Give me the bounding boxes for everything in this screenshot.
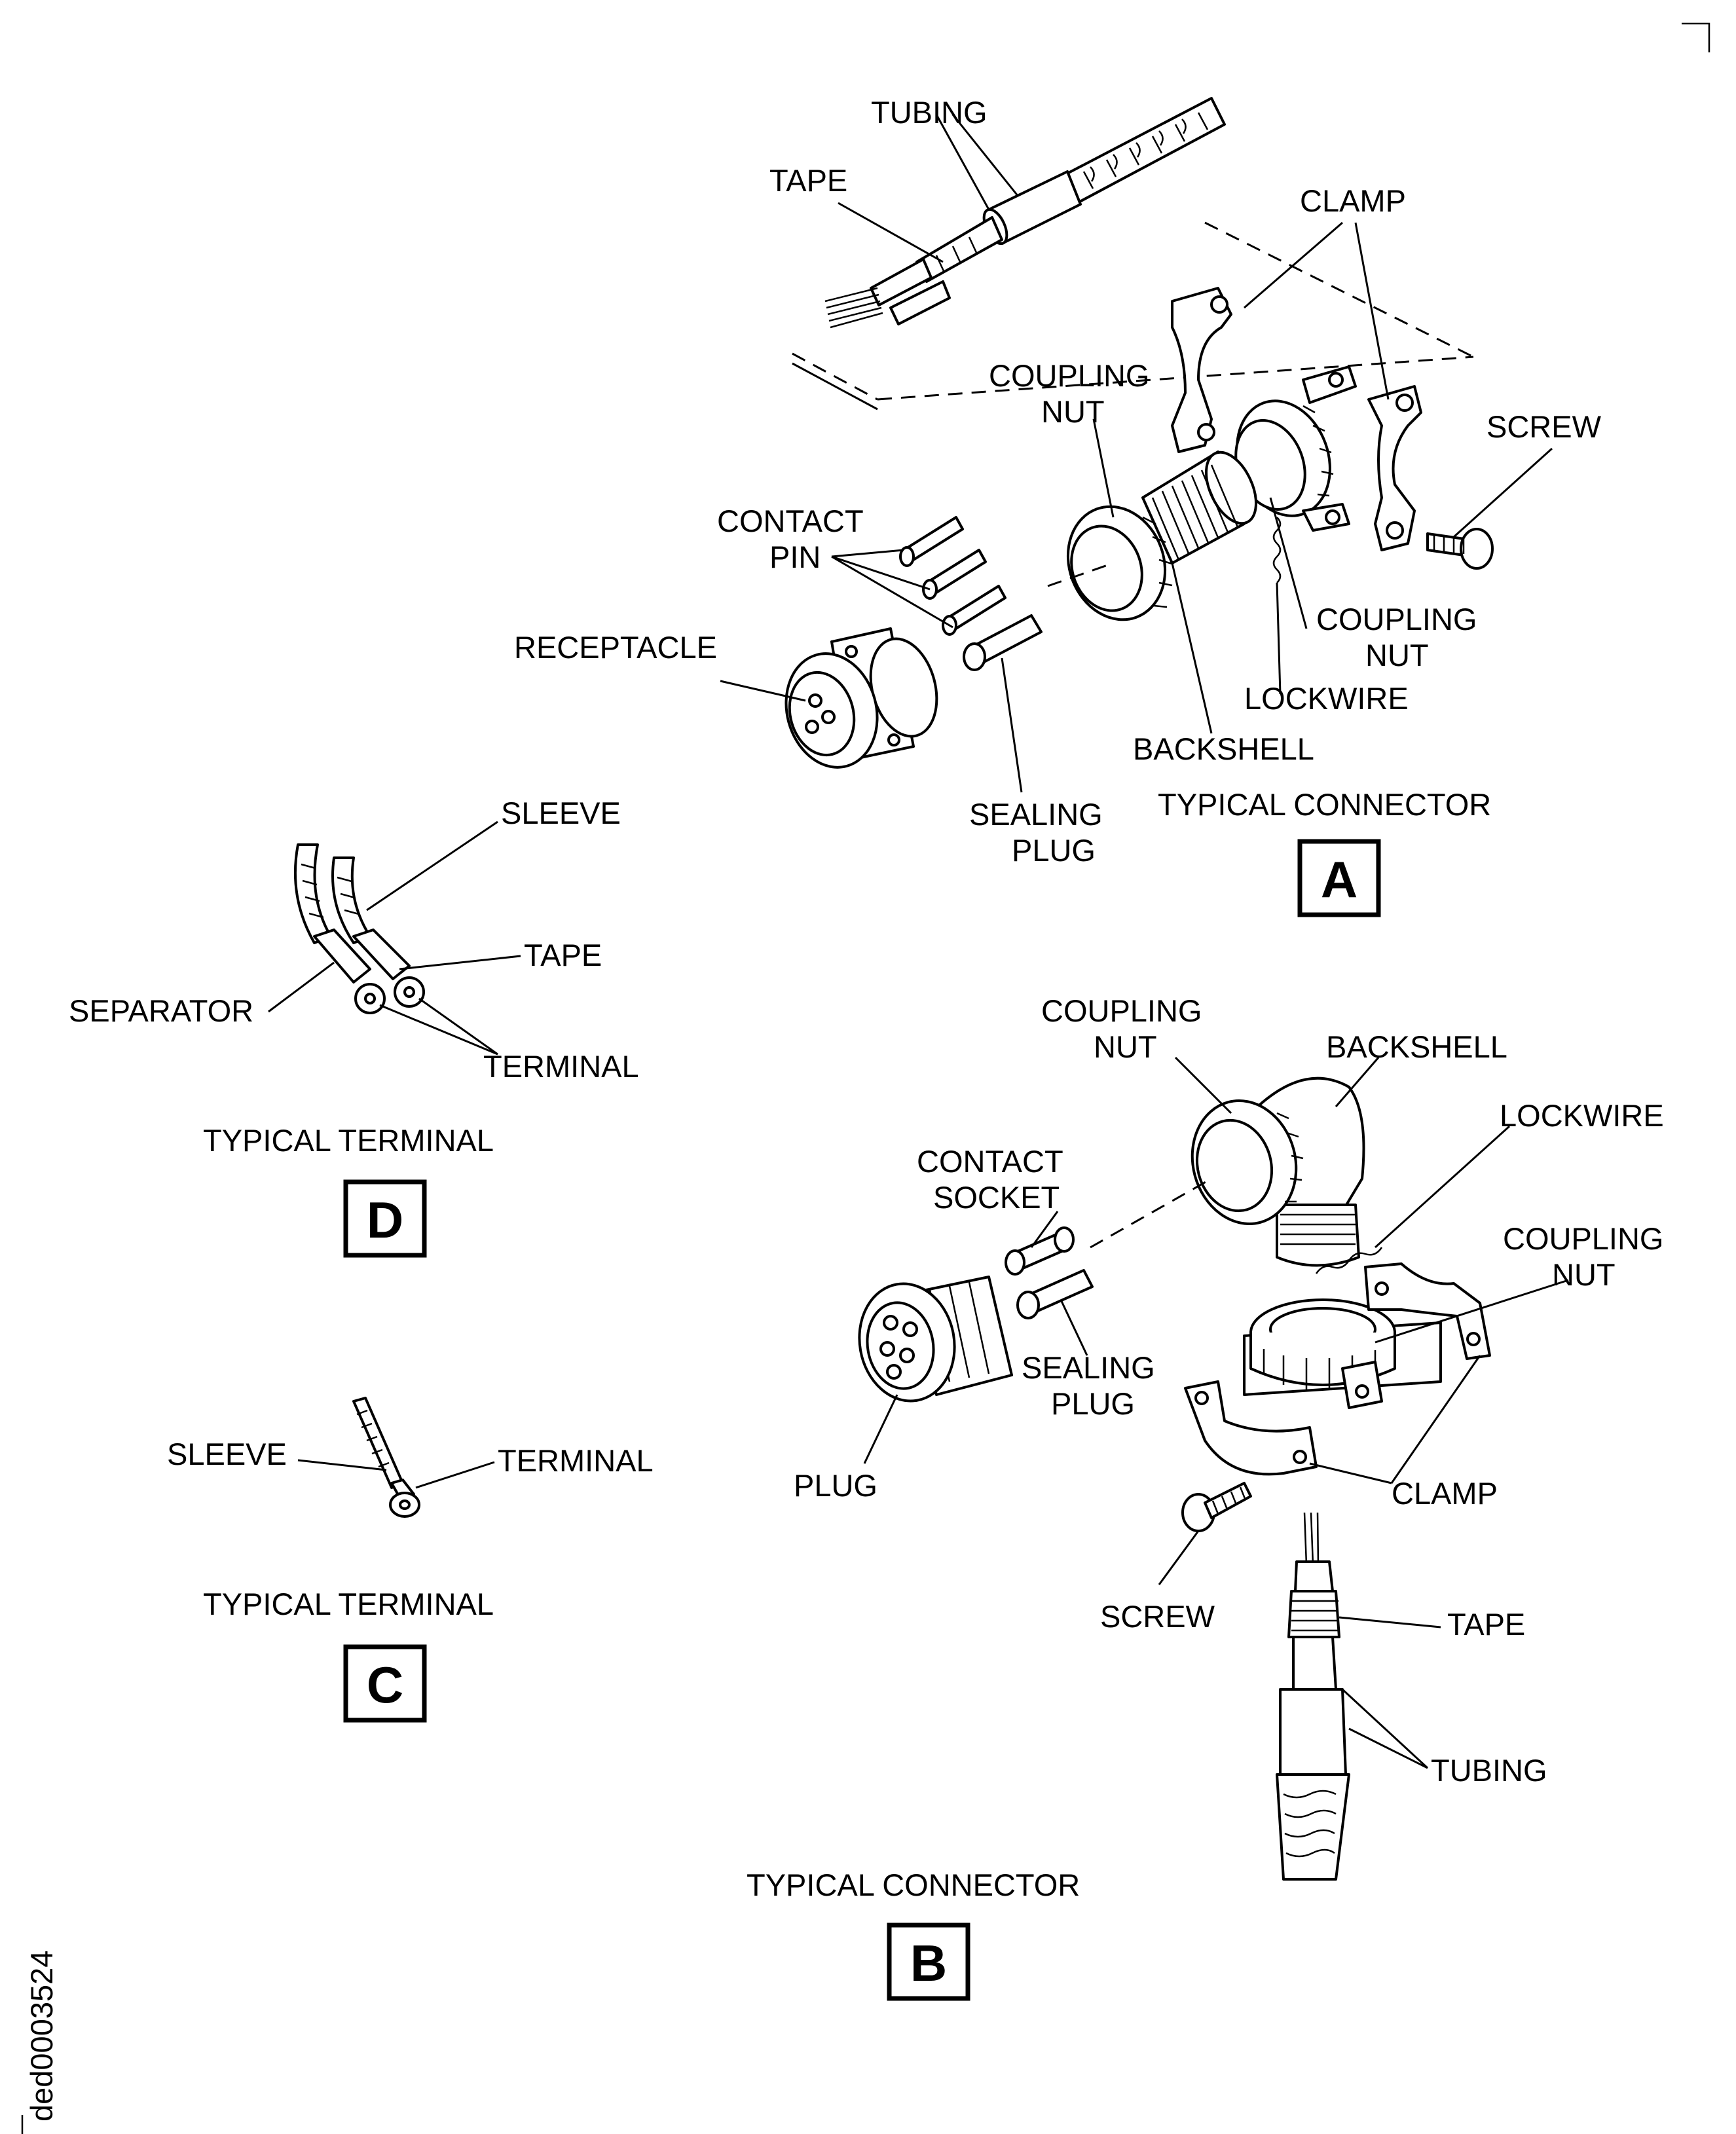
label-clamp: CLAMP [1300, 183, 1406, 218]
view-a-clamp-left [1171, 287, 1232, 453]
view-a-letter: A [1321, 851, 1357, 908]
corner-mark-top-right [1682, 22, 1710, 52]
view-b-label-backshell: BACKSHELL [1326, 1029, 1507, 1064]
label-tape: TAPE [769, 163, 847, 198]
view-b-sealing-plug [1016, 1269, 1094, 1319]
view-b-label-coupling-nut-2-line1: COUPLING [1503, 1221, 1664, 1256]
view-b-backshell [1249, 1076, 1365, 1267]
view-a-contact-pins [899, 516, 1007, 636]
view-c-illustration: SLEEVE TERMINAL TYPICAL TERMINAL C [167, 1397, 654, 1723]
label-lockwire: LOCKWIRE [1244, 681, 1409, 716]
view-d-label-separator: SEPARATOR [69, 993, 253, 1028]
view-b-label-tape: TAPE [1447, 1607, 1525, 1642]
view-d-illustration: SLEEVE TAPE SEPARATOR TERMINAL TYPICAL T… [69, 796, 639, 1258]
view-a-illustration: TUBING TAPE CLAMP COUPLING NUT SCREW CON… [514, 95, 1602, 917]
view-b-label-coupling-nut-line2: NUT [1094, 1029, 1157, 1064]
view-d-letter: D [367, 1191, 403, 1249]
label-backshell: BACKSHELL [1133, 731, 1314, 766]
view-a-letter-box [1297, 839, 1381, 917]
view-b-letter-box [887, 1922, 970, 2001]
view-a-cable [824, 97, 1226, 329]
view-b-label-sealing-plug-line2: PLUG [1051, 1386, 1135, 1421]
view-b-label-clamp: CLAMP [1392, 1476, 1498, 1511]
view-b-label-plug: PLUG [794, 1468, 877, 1503]
view-b-label-sealing-plug-line1: SEALING [1022, 1350, 1155, 1385]
label-screw: SCREW [1487, 409, 1602, 444]
label-contact-pin-line1: CONTACT [717, 504, 864, 538]
view-a-caption: TYPICAL CONNECTOR [1158, 787, 1491, 822]
view-b-label-screw: SCREW [1100, 1599, 1215, 1634]
view-a-lockwire [1272, 517, 1282, 583]
label-coupling-nut-2-line2: NUT [1365, 638, 1429, 672]
label-contact-pin-line2: PIN [769, 540, 821, 574]
view-b-letter: B [910, 1934, 947, 1992]
view-b-label-lockwire: LOCKWIRE [1500, 1098, 1664, 1133]
view-d-letter-box [343, 1179, 427, 1258]
view-c-letter: C [367, 1656, 403, 1714]
label-coupling-nut-2-line1: COUPLING [1316, 602, 1477, 636]
figure-id: ded0003524 [24, 1951, 59, 2122]
view-b-label-coupling-nut-2-line2: NUT [1552, 1257, 1616, 1292]
label-coupling-nut-line2: NUT [1041, 394, 1105, 429]
view-b-caption: TYPICAL CONNECTOR [747, 1867, 1080, 1902]
view-d-caption: TYPICAL TERMINAL [203, 1123, 494, 1158]
view-c-letter-box [343, 1644, 427, 1723]
view-a-coupling-nut-1 [1066, 505, 1173, 621]
view-a-sealing-plug [963, 614, 1043, 671]
label-sealing-plug-line1: SEALING [969, 797, 1103, 832]
view-a-screw [1426, 528, 1494, 570]
view-d-label-sleeve: SLEEVE [501, 796, 621, 830]
label-tubing: TUBING [871, 95, 988, 130]
label-sealing-plug-line2: PLUG [1012, 833, 1096, 868]
view-b-coupling-nut-2 [1243, 1298, 1442, 1409]
view-b-label-contact-socket-line2: SOCKET [933, 1180, 1060, 1215]
view-a-receptacle [785, 627, 938, 769]
view-b-cable [1276, 1512, 1350, 1881]
label-receptacle: RECEPTACLE [514, 630, 717, 665]
view-b-label-tubing: TUBING [1431, 1753, 1547, 1788]
view-c-caption: TYPICAL TERMINAL [203, 1587, 494, 1621]
view-b-label-contact-socket-line1: CONTACT [917, 1144, 1063, 1179]
view-d-label-terminal: TERMINAL [483, 1049, 639, 1084]
view-d-label-tape: TAPE [524, 938, 602, 972]
view-b-screw [1181, 1482, 1252, 1532]
view-b-illustration: COUPLING NUT BACKSHELL LOCKWIRE CONTACT … [747, 993, 1664, 2001]
view-b-plug [858, 1276, 1013, 1403]
view-b-coupling-nut-1 [1191, 1099, 1304, 1225]
view-c-label-sleeve: SLEEVE [167, 1437, 287, 1471]
view-b-lockwire [1315, 1247, 1383, 1274]
view-b-clamp-lower [1184, 1380, 1318, 1476]
view-b-contact-socket [1005, 1226, 1075, 1276]
label-coupling-nut-line1: COUPLING [989, 358, 1150, 393]
view-c-label-terminal: TERMINAL [498, 1443, 654, 1478]
view-a-clamp-right [1367, 385, 1422, 551]
view-b-label-coupling-nut-line1: COUPLING [1041, 993, 1202, 1028]
